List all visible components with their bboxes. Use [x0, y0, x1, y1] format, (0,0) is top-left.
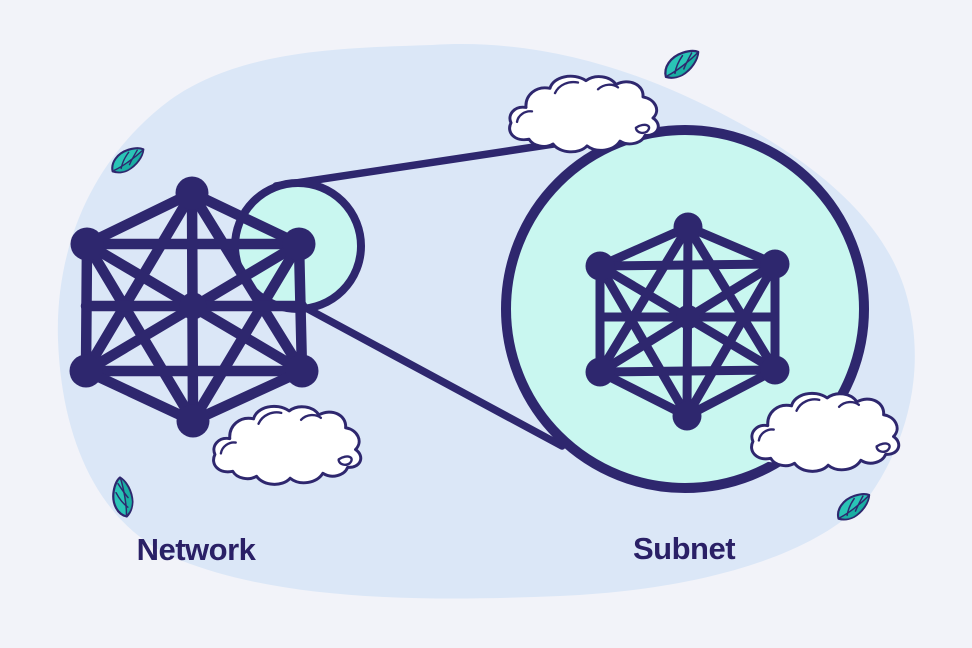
graph-edge [683, 222, 780, 269]
zoom-connector-bottom [302, 304, 566, 450]
graph-edge [80, 187, 198, 377]
graph-edge [186, 187, 308, 377]
graph-node-network-br [285, 354, 319, 388]
graph-edge [682, 365, 780, 421]
subnet-label: Subnet [632, 531, 736, 566]
graph-node-subnet-bl [585, 357, 615, 387]
graph-node-network-tr [282, 227, 316, 261]
graph-edge [81, 238, 199, 427]
graph-node-network-t [175, 176, 209, 210]
graph-edge [595, 259, 780, 271]
graph-edge [595, 367, 692, 421]
subnet-graph [585, 212, 790, 431]
graph-edge [595, 222, 693, 377]
graph-edge [595, 222, 693, 271]
graph-node-subnet-tr [760, 249, 790, 279]
graph-node-network-b [176, 404, 210, 438]
graph-node-subnet-tl [585, 251, 615, 281]
graph-edge [595, 365, 780, 377]
graph-edge [683, 222, 780, 375]
network-label: Network [136, 532, 256, 567]
graph-node-subnet-t [673, 212, 703, 242]
graph-edge [187, 365, 308, 427]
graph-node-network-c [179, 292, 207, 320]
graph-edge [682, 259, 780, 421]
graph-node-subnet-b [672, 401, 702, 431]
graph-edge [187, 238, 305, 427]
graph-edge [80, 365, 199, 427]
graph-node-network-bl [69, 354, 103, 388]
network-graph [69, 176, 319, 438]
leaf-icon-top-right [661, 48, 703, 81]
graph-node-subnet-c [676, 305, 700, 329]
graph-edge [186, 187, 305, 250]
graph-edge [81, 187, 198, 250]
graph-node-subnet-br [760, 355, 790, 385]
graph-node-network-tl [70, 227, 104, 261]
